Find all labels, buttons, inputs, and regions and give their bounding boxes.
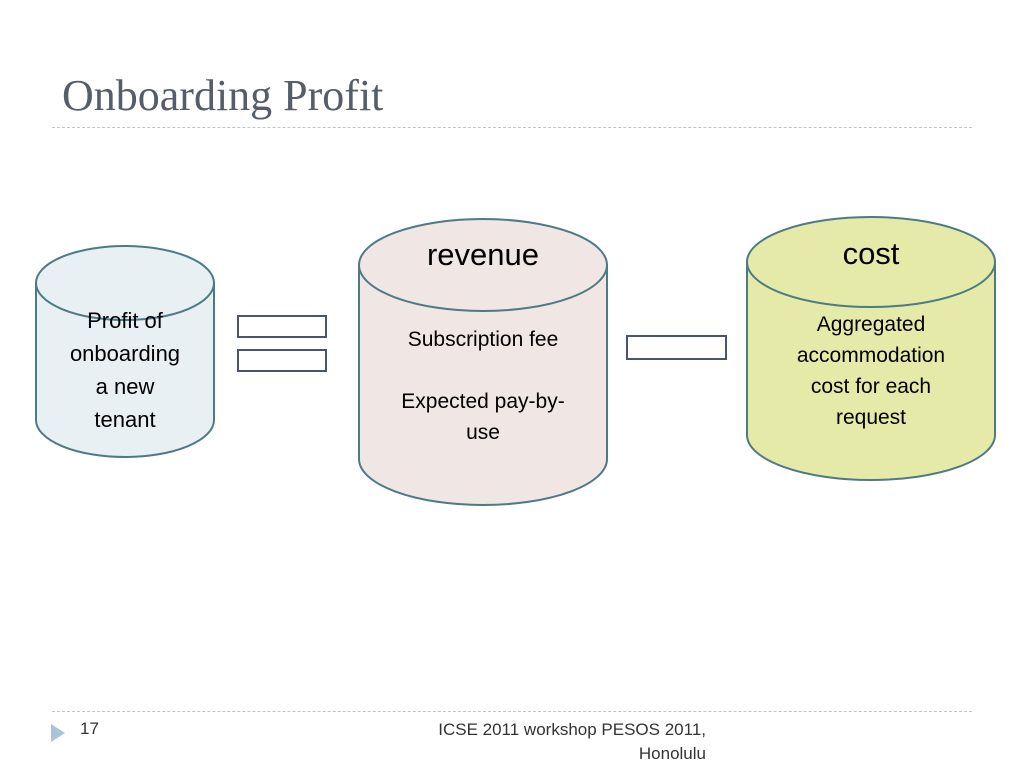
slide-number: 17 <box>80 719 99 738</box>
revenue-cylinder <box>358 218 608 506</box>
footer-text: ICSE 2011 workshop PESOS 2011, Honolulu <box>380 718 706 766</box>
profit-text: Profit of onboarding a new tenant <box>36 304 214 436</box>
equals-sign <box>237 315 327 372</box>
cost-cylinder <box>746 216 996 481</box>
profit-text-line: Profit of <box>87 308 163 333</box>
revenue-pay-by-use-line: Expected pay-by- <box>401 390 565 413</box>
cost-text-line: accommodation <box>796 344 946 367</box>
cost-title: cost <box>842 236 900 271</box>
profit-text-line: tenant <box>94 407 156 432</box>
title-divider <box>52 127 972 128</box>
footer-text-line: ICSE 2011 workshop PESOS 2011, <box>438 720 706 739</box>
revenue-pay-by-use: Expected pay-by- use <box>359 386 607 448</box>
triangle-bullet-icon <box>51 724 65 742</box>
cost-text-line: cost for each <box>810 375 932 398</box>
revenue-pay-by-use-line: use <box>466 421 500 444</box>
profit-text-line: a new <box>95 374 155 399</box>
profit-text-line: onboarding <box>69 341 181 366</box>
profit-cylinder <box>35 245 215 458</box>
cost-text-line: Aggregated <box>816 313 926 336</box>
revenue-subscription-fee: Subscription fee <box>407 328 559 351</box>
cost-text: Aggregated accommodation cost for each r… <box>747 309 995 433</box>
revenue-title: revenue <box>426 237 540 272</box>
cost-text-line: request <box>835 406 907 429</box>
slide-title: Onboarding Profit <box>62 71 384 120</box>
minus-sign <box>626 335 727 360</box>
footer-text-line: Honolulu <box>638 744 706 763</box>
footer-divider <box>52 711 972 712</box>
